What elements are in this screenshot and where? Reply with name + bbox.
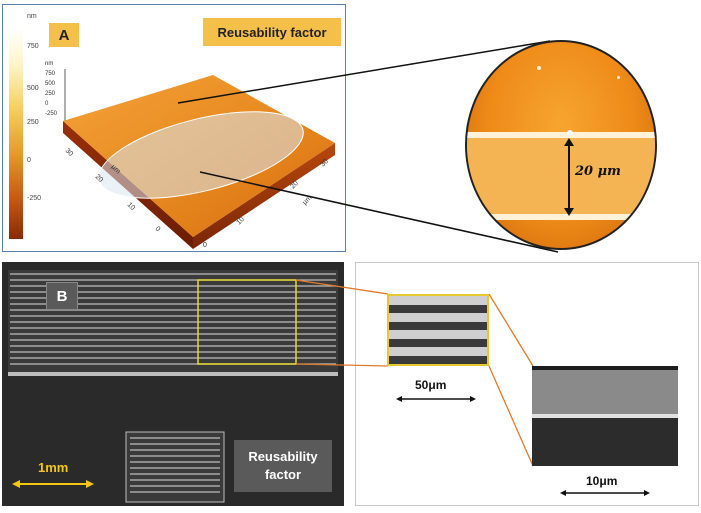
panel-a-label: A [49, 23, 79, 47]
panel-a-afm: nm 750 500 250 0 -250 A Reusability fact… [2, 4, 346, 252]
sem-zoom-selection-box [197, 279, 297, 365]
afm-surface-3d: nm 750 500 250 0 -250 30 20 µm 10 0 30 2… [45, 61, 335, 249]
reusability-factor-label-b: Reusability factor [234, 440, 332, 492]
scalebar-10um [560, 490, 650, 496]
particle-dot [617, 76, 620, 79]
y-tick: 20 [94, 173, 105, 184]
scalebar-50um-label: 50μm [415, 378, 447, 392]
x-tick: 20 [289, 180, 300, 191]
afm-colorbar [9, 27, 23, 239]
afm-zoom-electrode-band [467, 136, 655, 216]
double-arrow-icon [564, 138, 574, 216]
y-tick: 0 [154, 225, 162, 233]
panel-b-sem: B 1mm Reusability factor [2, 262, 344, 506]
colorbar-unit: nm [27, 13, 37, 20]
afm-zoom-edge-top [467, 132, 655, 138]
colorbar-tick: 0 [27, 157, 31, 164]
colorbar-tick: 250 [27, 119, 39, 126]
afm-zoom-circle: 20 μm [465, 40, 657, 250]
colorbar-tick: -250 [27, 195, 42, 202]
sem-zoom-50um [387, 294, 489, 366]
scalebar-10um-label: 10μm [586, 474, 618, 488]
z-tick: 250 [45, 91, 56, 97]
y-tick: 10 [126, 201, 137, 212]
scalebar-1mm-label: 1mm [38, 460, 69, 475]
sem-zoom-10um [532, 366, 678, 466]
colorbar-tick: 750 [27, 43, 39, 50]
z-tick: 750 [45, 71, 56, 77]
panel-b-label: B [46, 282, 78, 310]
reusability-line-2: factor [264, 467, 302, 482]
z-tick: -250 [45, 111, 58, 117]
z-axis-unit: nm [45, 61, 53, 67]
reusability-factor-label-a: Reusability factor [203, 18, 341, 46]
x-tick: 10 [235, 216, 246, 227]
afm-zoom-width-label: 20 μm [575, 164, 621, 179]
x-tick: 30 [319, 158, 330, 169]
z-tick: 0 [45, 101, 49, 107]
x-tick: 0 [203, 242, 207, 249]
afm-zoom-edge-bottom [467, 214, 655, 220]
y-tick: 30 [64, 147, 75, 158]
scalebar-50um [396, 396, 476, 402]
z-tick: 500 [45, 81, 56, 87]
reusability-line-1: Reusability [248, 449, 318, 464]
particle-dot [537, 66, 541, 70]
colorbar-tick: 500 [27, 85, 39, 92]
particle-dot [567, 130, 573, 136]
